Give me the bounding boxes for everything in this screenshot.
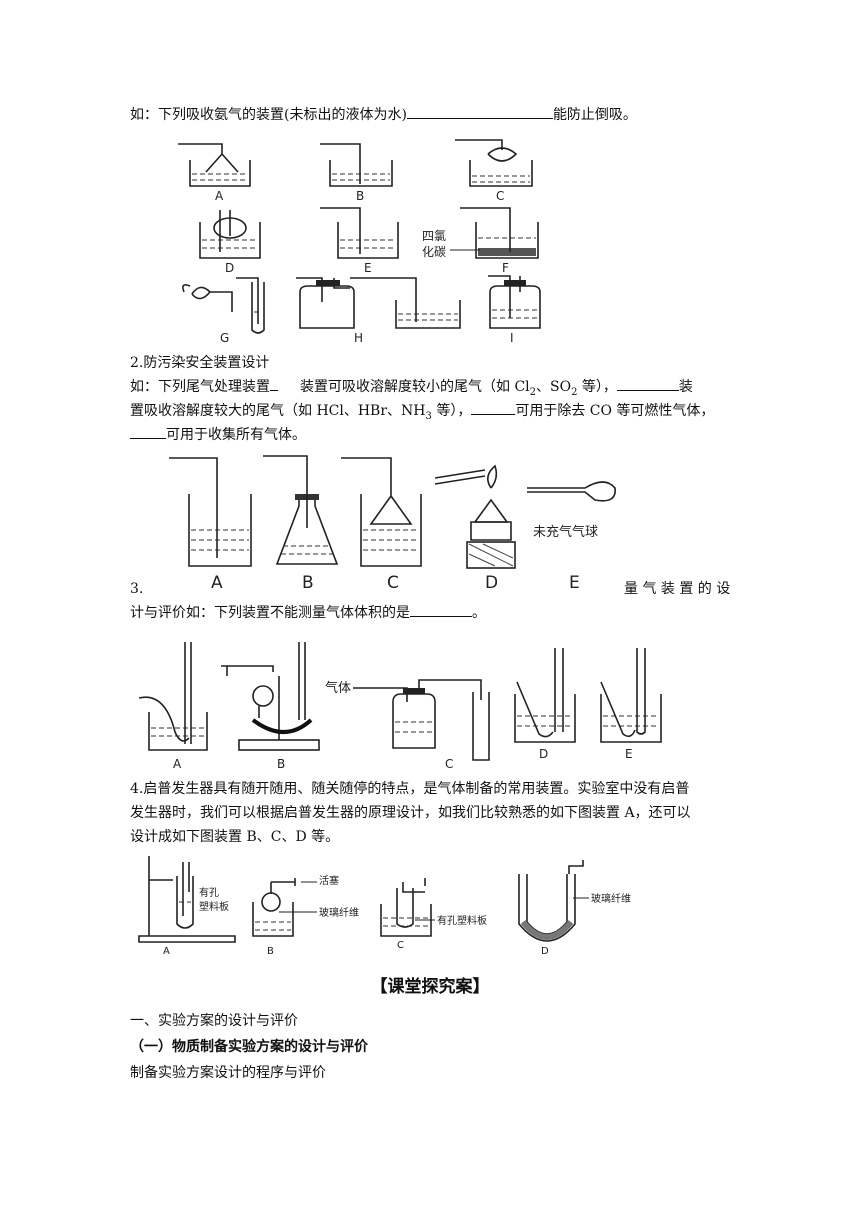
q1-suffix: 能防止倒吸。 [552, 107, 637, 123]
q2-l3: 可用于收集所有气体。 [166, 427, 306, 443]
q3-device-b: B [221, 642, 320, 771]
q1-ammonia-absorption-figure: A B C D E F 四氯 化碳 [178, 139, 541, 345]
q2-l2-b: 等）， [431, 403, 472, 419]
q1-device-h: H [296, 277, 461, 345]
q2-blank-4[interactable] [130, 424, 166, 439]
q1-device-i: I [488, 275, 541, 345]
q3-label-a: A [173, 757, 182, 771]
q1-label-i: I [510, 331, 514, 345]
q2-line3: 可用于收集所有气体。 [130, 424, 730, 446]
q3-label-d: D [539, 747, 548, 761]
q2-label-e: E [569, 573, 580, 593]
q1-device-e: E [320, 207, 399, 275]
q2-l1-sub2: 2 [571, 386, 578, 398]
q4-line2: 发生器时，我们可以根据启普发生器的原理设计，如我们比较熟悉的如下图装置 A，还可… [130, 805, 691, 821]
q1-label-c: C [496, 189, 504, 203]
q2-l1-sub1: 2 [529, 386, 537, 398]
q1-device-g: G [182, 277, 265, 345]
q4-label-a: A [163, 946, 170, 957]
q2-label-d: D [485, 573, 498, 593]
q1-label-e: E [364, 261, 372, 275]
q1-line: 如：下列吸收氨气的装置(未标出的液体为水) 能防止倒吸。 [130, 104, 730, 126]
q3-tail: 量 气 装 置 的 设 [624, 581, 731, 597]
q4-label-b: B [267, 946, 274, 957]
q2-line1: 如：下列尾气处理装置装置可吸收溶解度较小的尾气（如 Cl2、SO2 等），装 [130, 376, 730, 404]
q2-device-d: D [434, 464, 516, 593]
q3-device-a: A [138, 642, 208, 771]
q4-device-a: 有孔 塑料板 A [138, 856, 236, 957]
q2-l2-c: 可用于除去 CO 等可燃性气体， [515, 403, 715, 419]
section-item-3: 制备实验方案设计的程序与评价 [130, 1065, 326, 1081]
q3-line2-b: 。 [472, 605, 486, 621]
q2-label-c: C [387, 573, 399, 593]
ccl4-label-line2: 化碳 [422, 245, 446, 259]
q2-device-a: A [169, 457, 252, 593]
section-item-2: （一）物质制备实验方案的设计与评价 [130, 1039, 368, 1055]
q2-blank-2[interactable] [616, 376, 679, 391]
q3-num: 3. [130, 581, 144, 597]
q1-label-g: G [220, 331, 229, 345]
q4-ann-c: 有孔塑料板 [437, 914, 487, 927]
section-item-1: 一、实验方案的设计与评价 [130, 1013, 298, 1029]
balloon-label: 未充气气球 [533, 524, 598, 540]
q1-answer-blank[interactable] [406, 104, 553, 119]
q2-l1-a: 如：下列尾气处理装置 [130, 379, 270, 395]
q4-device-d: 玻璃纤维 D [518, 860, 631, 957]
q1-device-d: D [199, 210, 261, 275]
q2-device-b: B [263, 455, 339, 593]
q1-label-a: A [215, 189, 224, 203]
q2-device-c: C [341, 457, 422, 593]
q4-line3: 设计成如下图装置 B、C、D 等。 [130, 829, 340, 845]
q2-blank-1[interactable] [270, 376, 278, 391]
q3-device-e: E [600, 648, 662, 761]
section-heading: 【课堂探究案】 [370, 977, 490, 997]
q4-label-c: C [397, 940, 404, 951]
q3-label-e: E [625, 747, 633, 761]
q4-ann-b-2: 玻璃纤维 [319, 906, 359, 919]
q1-label-f: F [502, 261, 509, 275]
q2-l1-b: 装置可吸收溶解度较小的尾气（如 Cl [300, 379, 530, 395]
q1-device-f: F 四氯 化碳 [422, 207, 539, 275]
q4-ann-a-2: 塑料板 [199, 900, 229, 913]
q2-l2-a: 置吸收溶解度较大的尾气（如 HCl、HBr、NH [130, 403, 426, 419]
q2-l1-c: 、SO [536, 379, 572, 395]
q4-device-b: 活塞 玻璃纤维 B [252, 874, 359, 957]
q1-device-b: B [320, 143, 393, 203]
q2-blank-3[interactable] [471, 400, 516, 415]
gas-label: 气体 [325, 680, 351, 696]
q4-ann-d: 玻璃纤维 [591, 892, 631, 905]
q1-label-b: B [356, 189, 364, 203]
q3-line2: 计与评价如：下列装置不能测量气体体积的是 。 [130, 602, 730, 624]
q1-prefix: 如：下列吸收氨气的装置(未标出的液体为水) [130, 107, 407, 123]
q3-gas-volume-figure: A B 气体 C D E [138, 642, 662, 771]
q2-l2-sub: 3 [425, 410, 432, 422]
q3-line1: 3. 量 气 装 置 的 设 [130, 578, 730, 600]
q2-device-e: 未充气气球 E [527, 481, 616, 593]
q4-device-c: 有孔塑料板 C [380, 878, 487, 951]
q1-label-d: D [225, 261, 234, 275]
q2-line2: 置吸收溶解度较大的尾气（如 HCl、HBr、NH3 等）， 可用于除去 CO 等可… [130, 400, 730, 428]
q2-label-a: A [211, 573, 223, 593]
q4-ann-b-1: 活塞 [319, 874, 339, 887]
q4-ann-a-1: 有孔 [199, 886, 219, 899]
q3-label-c: C [445, 757, 453, 771]
q2-label-b: B [302, 573, 314, 593]
q1-label-h: H [354, 331, 363, 345]
q4-line1: 4.启普发生器具有随开随用、随关随停的特点，是气体制备的常用装置。实验室中没有启… [130, 781, 690, 797]
q1-device-a: A [178, 143, 251, 203]
q2-l1-d: 等）， [577, 379, 617, 395]
q1-device-c: C [455, 139, 533, 203]
q4-label-d: D [541, 946, 549, 957]
q3-label-b: B [277, 757, 285, 771]
q2-title: 2.防污染安全装置设计 [130, 355, 270, 371]
q3-device-c: 气体 C [325, 679, 490, 771]
q3-device-d: D [514, 648, 576, 761]
ccl4-label-line1: 四氯 [422, 229, 446, 243]
q4-kipp-generator-figure: 有孔 塑料板 A 活塞 玻璃纤维 B 有孔塑料板 C 玻璃纤维 D [138, 856, 631, 957]
q2-l1-e: 装 [678, 379, 693, 395]
q3-answer-blank[interactable] [410, 602, 472, 617]
q2-tail-gas-figure: A B C D 未充气气球 E [169, 455, 616, 593]
q3-line2-a: 计与评价如：下列装置不能测量气体体积的是 [130, 605, 410, 621]
